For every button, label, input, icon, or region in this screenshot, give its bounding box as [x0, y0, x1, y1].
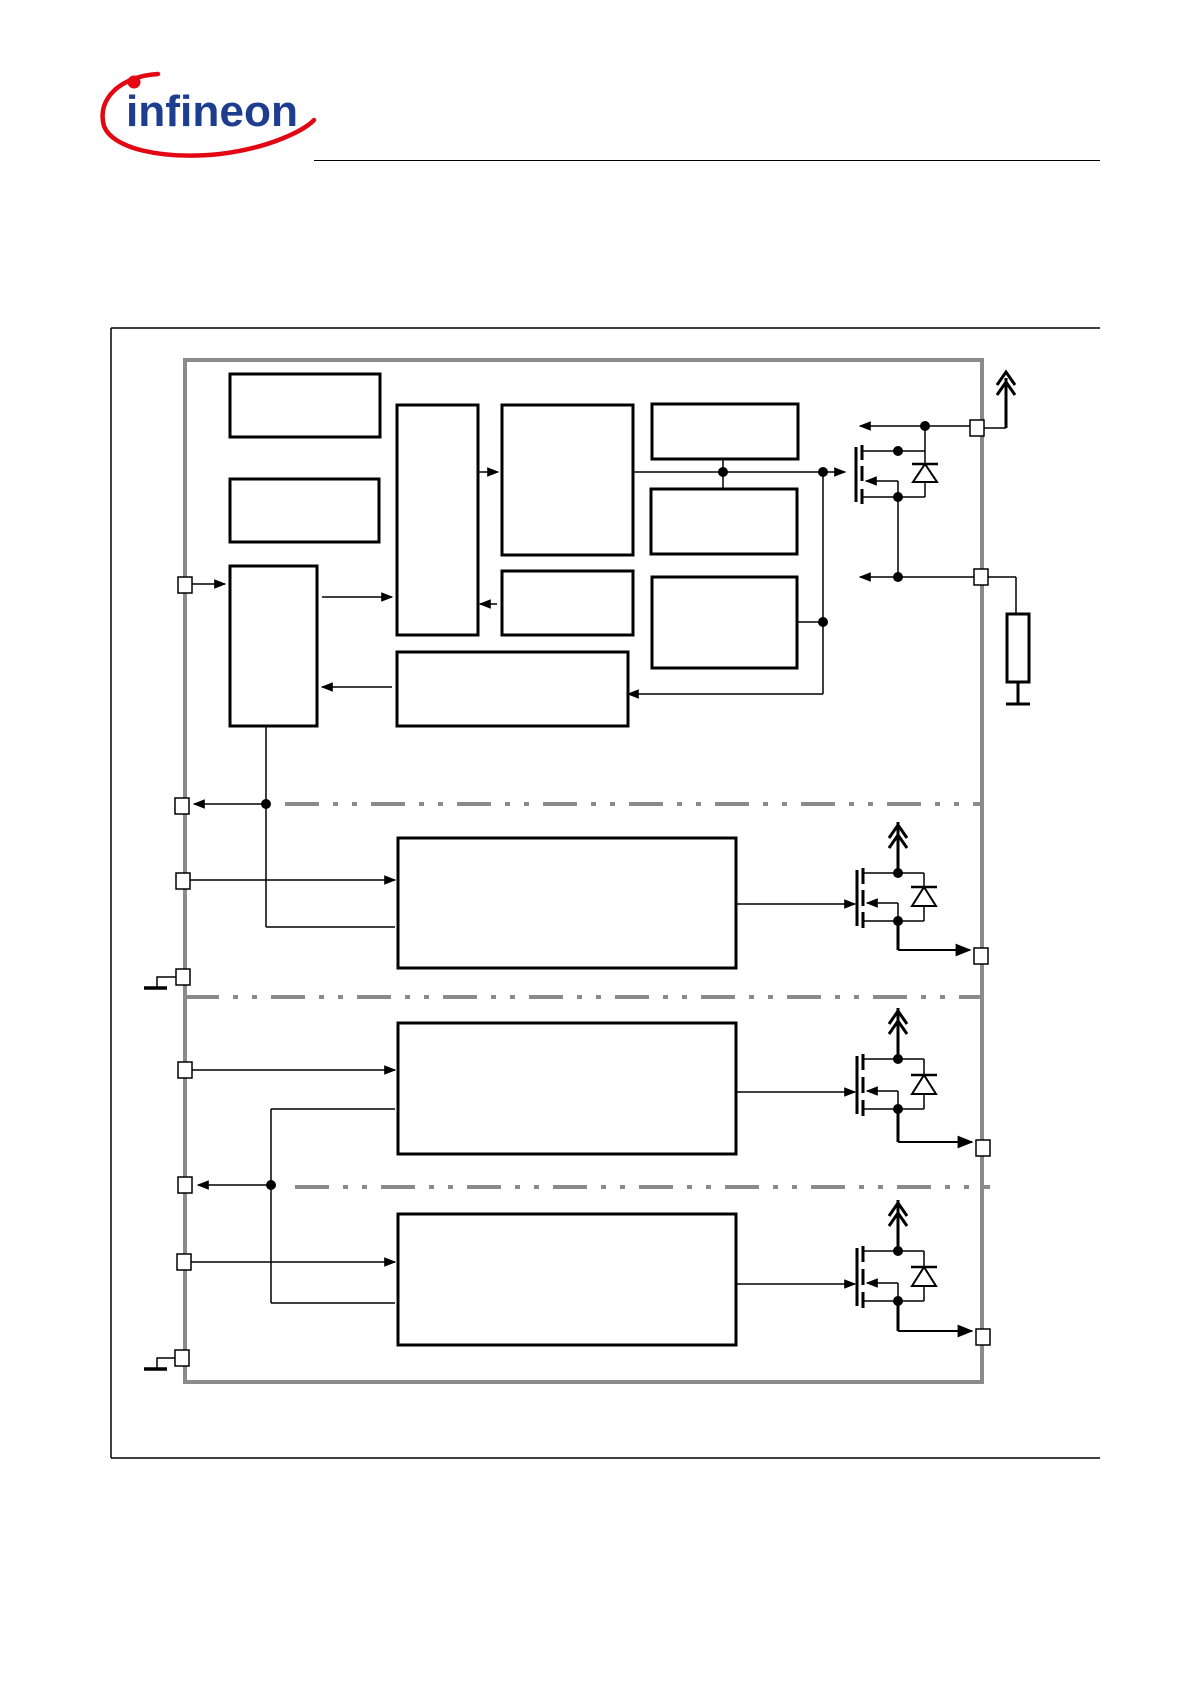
logo-dot	[127, 75, 141, 89]
supply-arrow-1	[995, 369, 1017, 396]
junction-dots-mosfet-3	[893, 1054, 903, 1114]
pin-supply	[969, 419, 985, 437]
block-driver	[500, 403, 635, 557]
block-right-middle	[649, 487, 799, 556]
ground-symbols	[144, 976, 176, 1371]
pin-gnd-2	[174, 1349, 190, 1367]
block-logic	[228, 564, 319, 728]
load-resistor	[1005, 612, 1031, 706]
channel-1-wiring	[190, 459, 847, 928]
junction-dots	[261, 467, 828, 1190]
block-right-bottom	[650, 575, 799, 670]
pin-input-4	[176, 1253, 192, 1271]
figure-frame	[110, 327, 1100, 1459]
header-rule	[314, 160, 1100, 161]
logo-wordmark: infineon	[126, 87, 298, 136]
channel-1-output-wiring	[858, 378, 1017, 614]
mosfet-channel-3	[855, 1008, 974, 1149]
pins	[174, 419, 991, 1367]
pin-output-1	[973, 568, 989, 586]
block-right-top	[650, 402, 800, 461]
pin-gnd-1	[175, 968, 191, 986]
mosfet-channel-1	[854, 425, 939, 577]
junction-dots-mosfet-4	[893, 1246, 903, 1306]
junction-dots-mosfet-1	[893, 421, 930, 582]
block-channel-4	[396, 1212, 738, 1347]
pin-output-2	[973, 947, 989, 965]
channel-separators	[185, 802, 990, 1189]
block-top-left-2	[228, 477, 381, 544]
mosfet-channel-2	[855, 822, 972, 957]
infineon-logo: infineon	[100, 71, 317, 158]
mosfet-channel-4	[855, 1200, 974, 1338]
pin-status-2	[177, 1176, 193, 1194]
block-tall	[395, 403, 480, 637]
pin-input-1	[177, 576, 193, 594]
channel-1-blocks	[228, 372, 800, 728]
chip-boundary	[183, 358, 984, 1384]
block-small-middle	[500, 569, 635, 637]
logo-swoosh	[100, 71, 317, 158]
pin-input-2	[175, 872, 191, 890]
block-channel-2	[396, 836, 738, 970]
pin-input-3	[177, 1061, 193, 1079]
pin-status-1	[174, 797, 190, 815]
block-channel-3	[396, 1021, 738, 1156]
junction-dots-mosfet-2	[893, 868, 903, 926]
channel-driver-blocks	[396, 836, 738, 1347]
pin-output-4	[975, 1328, 991, 1346]
pin-output-3	[975, 1139, 991, 1157]
block-top-left-1	[228, 372, 382, 439]
block-wide-bottom	[395, 650, 630, 728]
channel-3-4-wiring	[191, 899, 857, 1304]
